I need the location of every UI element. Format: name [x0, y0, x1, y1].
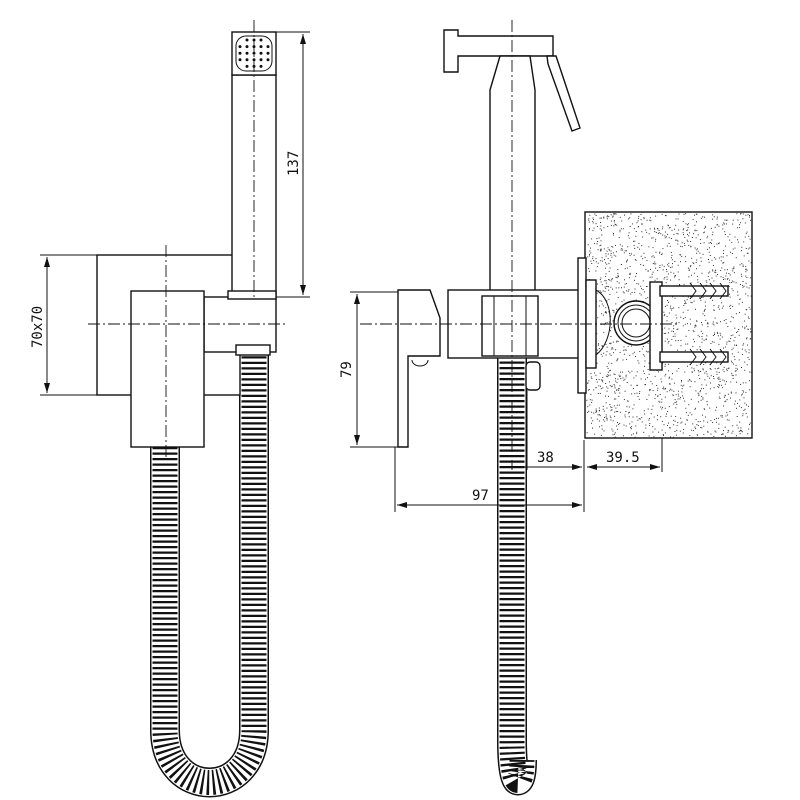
nozzle-dot [259, 58, 263, 62]
nozzle-dot [252, 58, 256, 62]
nozzle-dot [245, 51, 249, 55]
dim-body-height: 79 [339, 361, 355, 378]
trigger-lever [546, 55, 581, 132]
dim-depth-wall: 39.5 [606, 450, 640, 466]
front-view: 137 70x70 [30, 20, 310, 798]
wall-anchor-bottom [659, 348, 729, 366]
nozzle-dot [266, 51, 270, 55]
valve-block [130, 290, 205, 448]
cover-plate [577, 257, 587, 394]
nozzle-dot [259, 51, 263, 55]
nozzle-dot [266, 45, 270, 49]
nozzle-dot [259, 45, 263, 49]
holder-collar [227, 290, 277, 300]
nozzle-dot [259, 64, 263, 68]
mounting-bracket [649, 281, 663, 371]
hose-connector [235, 344, 271, 356]
concrete-texture [586, 213, 752, 438]
holder-arm [203, 296, 277, 353]
nozzle-dot [245, 58, 249, 62]
shower-tube-side [489, 55, 536, 297]
hose-left-coils [152, 355, 267, 795]
hose-right-coils [499, 356, 535, 793]
nozzle-dot [252, 51, 256, 55]
wall-section [584, 211, 753, 439]
side-view: 79 38 39.5 97 [339, 20, 753, 796]
dim-box-size: 70x70 [30, 306, 46, 348]
nozzle-dot [238, 51, 242, 55]
nozzle-dot [238, 45, 242, 49]
handle [397, 289, 441, 448]
nozzle-dot [259, 38, 263, 42]
nozzle-dots [238, 38, 270, 68]
nozzle-dot [266, 58, 270, 62]
dim-total-depth: 97 [472, 488, 489, 504]
dim-depth-front: 38 [537, 450, 554, 466]
hose-front-view [150, 355, 269, 798]
holder-nut [481, 295, 539, 357]
dim-head-height: 137 [286, 151, 302, 176]
nozzle-dot [245, 38, 249, 42]
nozzle-dot [245, 45, 249, 49]
wall-anchor-top [659, 282, 729, 300]
hose-side-view [497, 356, 537, 796]
nozzle-dot [245, 64, 249, 68]
nozzle-dot [238, 58, 242, 62]
hose-clip [525, 361, 541, 391]
